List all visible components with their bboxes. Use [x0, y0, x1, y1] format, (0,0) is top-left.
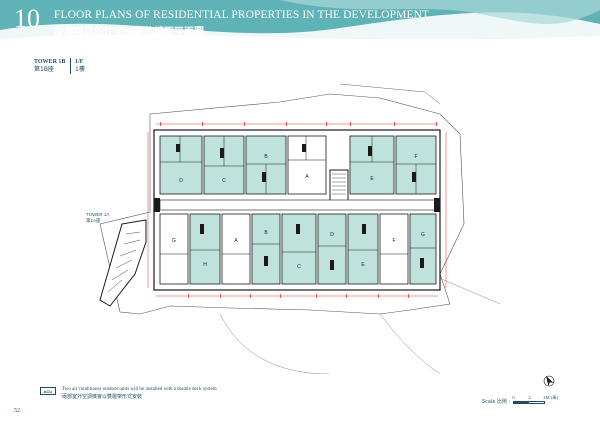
unit-letter-bottom-e: E [361, 262, 365, 268]
site-boundary-north [339, 83, 441, 105]
legend-acu-key: ACU [40, 387, 56, 395]
section-header: 10 FLOOR PLANS OF RESIDENTIAL PROPERTIES… [0, 0, 600, 44]
unit-a-bottom [221, 213, 251, 285]
unit-letter-bottom-b: B [264, 230, 268, 236]
unit-letter-bottom-a: A [234, 238, 238, 244]
scale-graphic [513, 401, 546, 404]
unit-g-bottom-right [409, 213, 437, 285]
common-corridor [159, 199, 437, 211]
page-number: 52 [14, 408, 20, 414]
unit-letter-bottom-g2: G [421, 232, 425, 238]
unit-d-top [159, 135, 203, 195]
dimension-lines [147, 123, 447, 297]
lift-core [329, 169, 349, 205]
scale-tick-0: 0 [512, 395, 515, 400]
tower-1a-label-en: TOWER 1A [86, 212, 110, 217]
legend: ACU Two air conditioner outdoor units wi… [40, 387, 217, 401]
unit-f-bottom [379, 213, 409, 285]
unit-letter-top-b: B [264, 154, 268, 160]
tower-floor-label: TOWER 1B 第1B座 1/F 1樓 [34, 58, 85, 75]
podium-curve-left [219, 313, 331, 374]
unit-h-bottom [189, 213, 221, 285]
structural-walls [154, 144, 440, 270]
tower-name-en: TOWER 1B [34, 59, 66, 65]
unit-b-bottom [251, 213, 281, 285]
tower-1a-hatch [107, 231, 141, 293]
unit-letter-top-c: C [222, 178, 226, 184]
section-title-zh: 發展項目的住宅物業的樓面平面圖 [54, 27, 204, 38]
unit-letter-top-e: E [370, 176, 374, 182]
dimension-ticks [160, 122, 437, 298]
unit-letter-bottom-h: H [203, 262, 207, 268]
unit-letter-top-d: D [179, 178, 183, 184]
header-wave-banner [0, 0, 600, 44]
unit-letter-top-f: F [414, 154, 417, 160]
podium-curve-right [379, 313, 441, 374]
scale-tick-2: 2 [528, 395, 531, 400]
unit-a-top [287, 135, 327, 195]
north-arrow-icon [543, 375, 555, 387]
unit-letter-bottom-g: G [172, 238, 176, 244]
unit-letter-bottom-f: F [392, 238, 395, 244]
podium-line-right [429, 273, 501, 305]
floor-name-zh: 1樓 [75, 66, 85, 74]
floor-name-en: 1/F [75, 59, 84, 65]
tower-1a-label-zh: 第1A座 [86, 217, 101, 223]
unit-letter-bottom-d: D [330, 232, 334, 238]
tower-name-zh: 第1B座 [34, 66, 54, 74]
unit-letter-bottom-c: C [297, 264, 301, 270]
legend-text-zh: 兩部室外空調機會以雙層架形式安裝 [62, 393, 143, 400]
bottom-unit-row [159, 213, 437, 285]
unit-d-bottom [317, 213, 347, 285]
tower-separator [70, 58, 71, 75]
legend-text-en: Two air conditioner outdoor units will b… [62, 387, 217, 392]
section-number: 10 [14, 4, 40, 33]
unit-letter-top-a: A [305, 174, 309, 180]
tower-1a-outline [99, 219, 147, 307]
tower-1a-label: TOWER 1A 第1A座 [86, 212, 109, 224]
stair-hatch [332, 173, 346, 195]
floor-plan-drawing: D C B A E F G H A B C D E F G [99, 83, 501, 374]
unit-g-bottom-left [159, 213, 189, 285]
scale-tick-4: 4M (米) [543, 395, 559, 400]
scale-label: Scale 比例 : [482, 399, 511, 405]
section-title-en: FLOOR PLANS OF RESIDENTIAL PROPERTIES IN… [54, 9, 430, 21]
scale-bar: Scale 比例 : 0 2 4M (米) [482, 395, 558, 405]
